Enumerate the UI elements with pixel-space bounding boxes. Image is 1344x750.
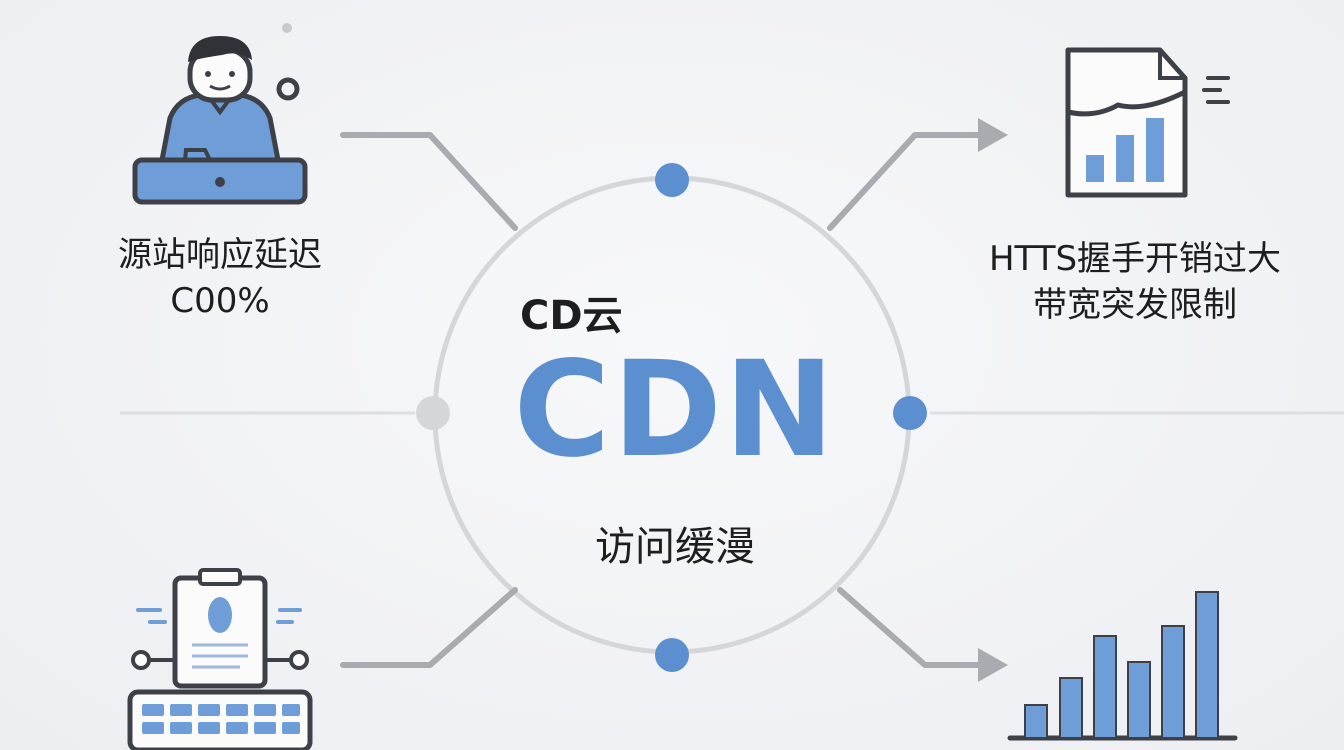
right-top-label-line1: HTTS握手开销过大	[988, 239, 1282, 279]
ring-node-right	[893, 396, 927, 430]
arrow-head-bottom-right	[978, 648, 1008, 682]
ring-node-left	[416, 396, 450, 430]
center-brand: CD云	[520, 293, 623, 339]
right-top-label: HTTS握手开销过大 带宽突发限制	[960, 236, 1310, 328]
left-top-label-line1: 源站响应延迟	[118, 235, 322, 275]
connector-top-left	[340, 132, 518, 231]
person-at-laptop-icon	[132, 23, 308, 205]
right-top-label-line2: 带宽突发限制	[1033, 285, 1237, 325]
arrow-head-top-right	[978, 118, 1008, 152]
left-top-label: 源站响应延迟 C00%	[100, 232, 340, 324]
ring-node-top	[655, 163, 689, 197]
clipboard-keyboard-icon	[127, 568, 313, 750]
center-subtitle: 访问缓漫	[595, 524, 755, 570]
bar-chart-icon	[1007, 591, 1238, 741]
connector-bottom-right	[837, 587, 988, 668]
center-title: CDN	[513, 333, 837, 487]
document-bar-chart-icon	[1065, 47, 1230, 198]
ring-node-bottom	[655, 638, 689, 672]
left-top-label-line2: C00%	[170, 281, 270, 321]
connector-top-right	[827, 132, 988, 231]
connector-bottom-left	[340, 587, 518, 668]
